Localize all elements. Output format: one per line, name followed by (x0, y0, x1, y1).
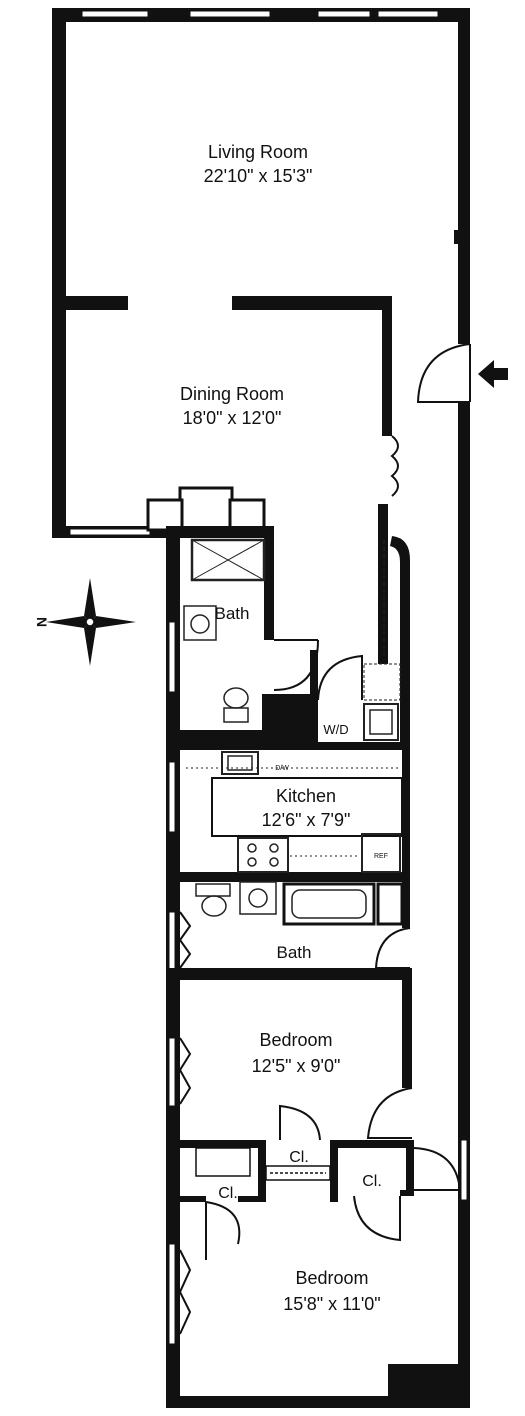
wall-dining-right (382, 296, 392, 436)
window-bedroom1-left (168, 1037, 176, 1107)
window-bath2-left (168, 911, 176, 973)
kitchen-dimensions: 12'6" x 7'9" (262, 810, 351, 830)
wall-kitchen-top (180, 742, 410, 750)
wall-living-dining-right (232, 296, 392, 310)
washer-dryer-label: W/D (323, 722, 348, 737)
closet-middle-label: Cl. (289, 1149, 309, 1166)
bath2-door-swing (374, 927, 411, 969)
entrance-arrow-icon (478, 360, 508, 388)
window-bath-left (168, 621, 176, 693)
bedroom-upper-name: Bedroom (259, 1030, 332, 1050)
windows-top (81, 10, 439, 18)
window-notch-2 (178, 1037, 192, 1105)
bath2-toilet (201, 895, 227, 917)
wall-bath-bottom (166, 730, 262, 742)
closet-left-label: Cl. (218, 1185, 238, 1202)
left-closet-door-swing (205, 1201, 241, 1260)
wall-kitchen-bottom (166, 872, 410, 882)
bath-upper-name: Bath (215, 604, 250, 623)
wall-bath-right (264, 526, 274, 640)
chimney-flank-left (146, 498, 184, 532)
living-room-dimensions: 22'10" x 15'3" (204, 166, 313, 186)
bath-door-swing (273, 639, 319, 691)
refrigerator-label: REF (374, 853, 388, 860)
shower-stall (190, 538, 266, 582)
hall-door-swing (413, 1147, 462, 1191)
wall-closet-right (406, 1140, 414, 1196)
bath-lower-name: Bath (277, 943, 312, 962)
refrigerator (361, 833, 401, 873)
wall-hall-curve (390, 536, 410, 748)
wall-living-right (458, 8, 470, 344)
compass-rose-icon (46, 578, 136, 666)
chimney-block (178, 486, 234, 534)
wall-living-left (52, 8, 66, 300)
doors (178, 343, 471, 1335)
wall-closet-top-left (180, 1140, 266, 1148)
window-notch-1 (178, 911, 192, 969)
wall-living-dining-left (52, 296, 128, 310)
bath2-tub (282, 882, 376, 926)
living-room-name: Living Room (208, 142, 308, 162)
dishwasher-label: D/W (275, 765, 289, 772)
wall-kitchen-right (402, 742, 410, 928)
window-right-lower (460, 1139, 468, 1201)
window-1 (81, 10, 149, 18)
wall-hall-right (378, 504, 388, 664)
right-closet-door-swing (353, 1195, 401, 1242)
linen-box (376, 882, 404, 926)
bedroom-lower-dimensions: 15'8" x 11'0" (283, 1294, 380, 1314)
entrance-door-swing (416, 343, 471, 403)
bedroom1-door-swing (366, 1087, 413, 1139)
window-2 (189, 10, 271, 18)
window-notch-3 (178, 1249, 192, 1335)
closet-right-label: Cl. (362, 1173, 382, 1190)
dining-room-name: Dining Room (180, 384, 284, 404)
kitchen-sink (221, 751, 259, 775)
bath2-sink (239, 881, 277, 915)
bedroom-lower-name: Bedroom (295, 1268, 368, 1288)
window-3 (317, 10, 371, 18)
kitchen-stove (237, 837, 289, 873)
chase-block (262, 694, 312, 742)
window-4 (377, 10, 439, 18)
closet-shelf (265, 1165, 331, 1181)
column-marker (454, 230, 466, 244)
wall-wd-left (310, 650, 318, 744)
compass-north-label: N (34, 617, 50, 627)
wall-bath-top (166, 526, 274, 538)
window-dining-bottom (69, 528, 151, 536)
window-bedroom2-left (168, 1243, 176, 1345)
wall-closet-top-right (330, 1140, 414, 1148)
wall-corner-block (388, 1364, 470, 1408)
wall-closet-bottom-left (180, 1196, 206, 1202)
bath-toilet (223, 687, 249, 709)
washer-dryer (363, 703, 399, 741)
kitchen-island (211, 777, 403, 837)
wall-right-lower (458, 402, 470, 1408)
bedroom-closet-door-swing (279, 1104, 321, 1141)
dining-room-dimensions: 18'0" x 12'0" (183, 408, 282, 428)
fixtures (183, 538, 404, 926)
bath-sink (183, 605, 217, 641)
wall-closet-divider-2 (330, 1140, 338, 1202)
wall-closet-bottom-right (400, 1190, 414, 1196)
bifold-door-dining (390, 435, 399, 497)
wd-door-swing (317, 654, 363, 701)
wall-closet-bottom-mid (238, 1196, 266, 1202)
wall-bedroom1-right (402, 968, 412, 1088)
chimney-flank-right (228, 498, 266, 532)
wall-bath2-bottom (166, 968, 410, 980)
bedroom-upper-dimensions: 12'5" x 9'0" (252, 1056, 341, 1076)
wall-closet-divider-1 (258, 1140, 266, 1202)
left-closet-shelf (195, 1147, 251, 1177)
interior-walls (52, 296, 414, 1202)
window-kitchen-left (168, 761, 176, 833)
wall-dining-left (52, 300, 66, 536)
middle-closet-shelf (265, 1165, 331, 1181)
kitchen-name: Kitchen (276, 786, 336, 806)
